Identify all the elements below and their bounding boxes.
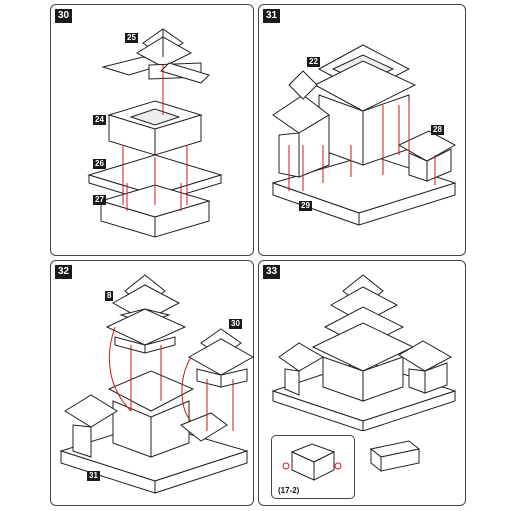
step-33-badge: 33	[263, 265, 281, 279]
main-tower-22	[313, 44, 417, 166]
roof-piece-25	[101, 28, 210, 84]
guide-lines	[108, 326, 234, 431]
part-tag-31: 31	[87, 471, 100, 481]
step-33-illustration	[271, 274, 457, 431]
step-30-panel: 30	[50, 4, 254, 256]
part-tag-8: 8	[105, 291, 114, 301]
loose-piece	[369, 440, 421, 473]
step-31-badge: 31	[263, 9, 281, 23]
step-31-illustration	[271, 44, 457, 226]
side-tower-30	[187, 328, 255, 388]
part-tag-29: 29	[299, 201, 312, 211]
left-wing	[272, 70, 330, 178]
top-tower-piece-8	[105, 274, 187, 354]
guide-lines	[122, 65, 188, 211]
part-tag-30: 30	[229, 319, 242, 329]
part-tag-28: 28	[431, 125, 444, 135]
step-33-panel: 33 (17-2)	[258, 260, 466, 506]
detail-inset: (17-2)	[271, 435, 355, 499]
inset-illustration	[282, 443, 342, 481]
guide-lines	[288, 101, 436, 191]
step-31-panel: 31	[258, 4, 466, 256]
part-tag-27: 27	[93, 195, 106, 205]
right-wing-28	[397, 130, 457, 182]
step-32-illustration	[59, 274, 255, 494]
part-tag-22: 22	[307, 57, 320, 67]
part-tag-24: 24	[93, 115, 106, 125]
step-30-illustration	[87, 28, 223, 238]
block-24	[107, 100, 203, 156]
step-32-panel: 32	[50, 260, 255, 506]
base-31	[59, 370, 249, 494]
inset-note: (17-2)	[278, 486, 300, 495]
completed-castle	[271, 274, 457, 431]
step-30-badge: 30	[55, 9, 73, 23]
part-tag-25: 25	[125, 33, 138, 43]
part-tag-26: 26	[93, 159, 106, 169]
step-32-badge: 32	[55, 265, 73, 279]
